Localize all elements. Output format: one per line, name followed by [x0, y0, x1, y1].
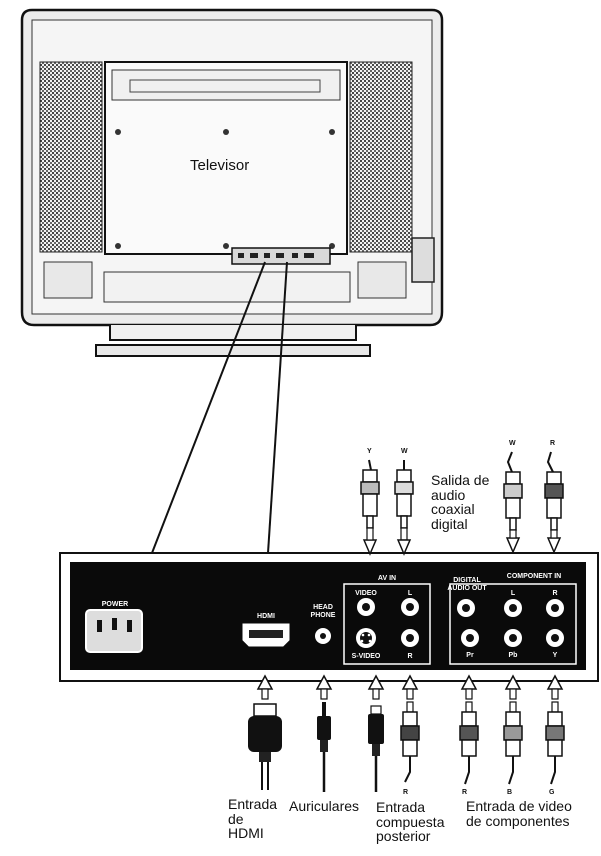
headphone-label: HEAD PHONE — [310, 604, 336, 619]
caption-composite-line-1: Entrada — [376, 799, 426, 815]
s-video-plug — [368, 705, 384, 792]
caption-hdmi-line-1: Entrada — [228, 796, 278, 812]
av-video-label: VIDEO — [355, 590, 377, 597]
component-l-label: L — [510, 590, 516, 597]
plug-label-top-w2: W — [509, 440, 516, 447]
bottom-arrows — [256, 674, 564, 700]
caption-composite-line-2: compuesta — [376, 813, 445, 830]
composite-plug-r — [400, 701, 420, 783]
tv-back-illustration — [20, 8, 444, 357]
plug-top-y — [360, 459, 380, 556]
pb-label: Pb — [508, 652, 518, 659]
caption-coaxial-line-4: digital — [431, 516, 468, 533]
pr-label: Pr — [466, 652, 474, 659]
component-plug-g — [545, 701, 565, 785]
power-socket — [85, 609, 143, 653]
plug-top-w2 — [503, 451, 523, 554]
caption-headphones: Auriculares — [289, 799, 359, 814]
y-label: Y — [552, 652, 558, 659]
tv-label: Televisor — [190, 157, 250, 174]
component-plug-r — [459, 701, 479, 785]
caption-coaxial-line-3: coaxial — [431, 501, 475, 518]
caption-hdmi-line-3: HDMI — [228, 825, 264, 842]
plug-top-w1 — [394, 460, 414, 556]
tv-connector-strip — [238, 253, 314, 258]
headphone-plug — [317, 702, 331, 792]
plug-label-bottom-b: B — [507, 789, 513, 796]
plug-label-top-r: R — [550, 440, 556, 447]
component-jacks — [461, 599, 564, 647]
caption-composite: Entrada compuesta posterior — [376, 800, 444, 844]
digital-audio-out-label: DIGITAL AUDIO OUT — [447, 577, 487, 592]
connector-panel — [59, 552, 599, 682]
tv-to-panel-lines — [151, 261, 288, 554]
power-label: POWER — [101, 601, 129, 608]
plug-label-bottom-r2: R — [462, 789, 468, 796]
caption-headphones-line-1: Auriculares — [289, 798, 360, 814]
bottom-plugs — [248, 701, 565, 792]
plug-label-bottom-g: G — [549, 789, 555, 796]
s-video-label: S-VIDEO — [351, 653, 381, 660]
component-in-label: COMPONENT IN — [506, 573, 562, 580]
component-r-label: R — [552, 590, 558, 597]
caption-coaxial-line-1: Salida de — [431, 472, 490, 488]
plug-label-top-y: Y — [367, 448, 372, 455]
caption-hdmi: Entrada de HDMI — [228, 797, 277, 841]
plug-label-bottom-r1: R — [403, 789, 409, 796]
av-in-label: AV IN — [377, 575, 397, 582]
av-jacks — [356, 598, 419, 648]
caption-component-line-1: Entrada de video — [466, 798, 572, 814]
hdmi-plug — [248, 703, 282, 790]
plug-label-top-w1: W — [401, 448, 408, 455]
plug-top-r — [544, 451, 564, 554]
av-r-label: R — [407, 653, 413, 660]
caption-component: Entrada de video de componentes — [466, 799, 572, 828]
caption-coaxial: Salida de audio coaxial digital — [431, 473, 489, 532]
component-plug-b — [503, 701, 523, 785]
av-l-label: L — [407, 590, 413, 597]
top-plugs — [360, 451, 564, 556]
caption-hdmi-line-2: de — [228, 810, 244, 827]
hdmi-label: HDMI — [257, 613, 275, 620]
caption-composite-line-3: posterior — [376, 828, 431, 845]
caption-coaxial-line-2: audio — [431, 486, 466, 503]
caption-component-line-2: de componentes — [466, 812, 570, 829]
